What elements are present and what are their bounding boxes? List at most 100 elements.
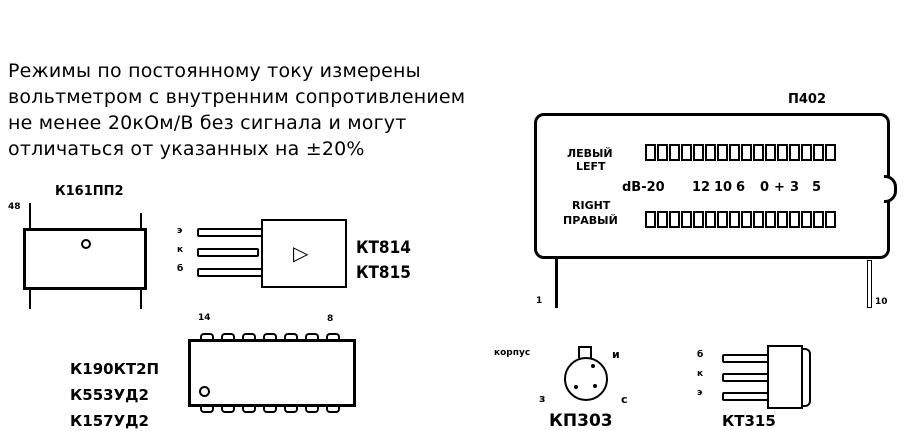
scale-mark: dB-20 bbox=[622, 180, 665, 195]
dip-pin bbox=[263, 333, 277, 339]
measurement-note: Режимы по постоянному току измерены воль… bbox=[8, 58, 465, 162]
led-segment bbox=[669, 144, 680, 161]
pin1-dot-icon bbox=[199, 386, 210, 397]
p402-pin-1-label: 1 bbox=[536, 296, 543, 306]
kp303-pin-drain: с bbox=[621, 393, 628, 406]
led-segment bbox=[681, 144, 692, 161]
kp303-pin-dot bbox=[591, 364, 595, 368]
dip-name-2: К553УД2 bbox=[70, 386, 149, 404]
led-segment bbox=[801, 211, 812, 228]
led-segment bbox=[693, 211, 704, 228]
kt315-pin-k: к bbox=[697, 369, 704, 379]
p402-pin-10-label: 10 bbox=[875, 297, 888, 307]
mounting-hole-icon: ▷ bbox=[293, 241, 309, 265]
k161pp2-title: К161ПП2 bbox=[55, 184, 124, 199]
led-segment bbox=[753, 144, 764, 161]
dip-pin bbox=[305, 333, 319, 339]
k161pp2-pin-bottom-left bbox=[29, 287, 31, 309]
led-segment bbox=[729, 144, 740, 161]
dip-pin bbox=[326, 333, 340, 339]
pin1-dot-icon bbox=[81, 239, 91, 249]
k161pp2-pin-bottom-right bbox=[140, 287, 142, 309]
kt814-pin-b: б bbox=[177, 264, 184, 274]
led-segment bbox=[693, 144, 704, 161]
led-segment bbox=[741, 211, 752, 228]
k161pp2-body bbox=[23, 228, 147, 290]
led-segment bbox=[657, 144, 668, 161]
note-line-3: не менее 20кОм/В без сигнала и могут bbox=[8, 112, 407, 134]
dip-pin bbox=[326, 407, 340, 413]
p402-pin-1 bbox=[555, 256, 558, 308]
led-segment bbox=[777, 211, 788, 228]
kp303-pin-dot bbox=[593, 384, 597, 388]
kp303-pin-dot bbox=[574, 385, 578, 389]
led-segment bbox=[825, 144, 836, 161]
kp303-body bbox=[564, 357, 608, 401]
p402-title: П402 bbox=[788, 92, 827, 107]
kt814-lead-3 bbox=[197, 268, 263, 277]
led-segment bbox=[801, 144, 812, 161]
note-line-4: отличаться от указанных на ±20% bbox=[8, 138, 365, 160]
kt814-pin-k: к bbox=[177, 245, 184, 255]
kt315-pin-b: б bbox=[697, 350, 704, 360]
kp303-pin-source: и bbox=[612, 348, 620, 361]
led-segment bbox=[765, 211, 776, 228]
led-segment bbox=[705, 144, 716, 161]
led-segment bbox=[813, 211, 824, 228]
kt814-body: ▷ bbox=[261, 219, 347, 288]
led-segment bbox=[777, 144, 788, 161]
led-segment bbox=[705, 211, 716, 228]
dip-pin bbox=[200, 333, 214, 339]
kt315-body bbox=[767, 345, 803, 409]
dip-pin bbox=[284, 333, 298, 339]
led-segment bbox=[825, 211, 836, 228]
led-segment bbox=[717, 211, 728, 228]
dip-pin bbox=[221, 333, 235, 339]
led-segment bbox=[657, 211, 668, 228]
scale-mark: 12 bbox=[692, 180, 711, 195]
left-led-bar bbox=[645, 144, 837, 161]
led-segment bbox=[681, 211, 692, 228]
right-label-en: RIGHT bbox=[572, 199, 611, 212]
dip-pin bbox=[305, 407, 319, 413]
kt814-pin-e: э bbox=[177, 226, 183, 236]
dip-pin-8-label: 8 bbox=[327, 314, 334, 324]
kt315-name: КТ315 bbox=[722, 412, 776, 430]
scale-mark: 5 bbox=[812, 180, 822, 195]
p402-pin-10 bbox=[867, 260, 872, 308]
kp303-pin-gate: з bbox=[539, 392, 546, 405]
dip14-body bbox=[188, 339, 356, 407]
dip-pin bbox=[242, 333, 256, 339]
scale-mark: 10 bbox=[714, 180, 733, 195]
kt315-pin-e: э bbox=[697, 388, 703, 398]
kp303-pin-case: корпус bbox=[494, 348, 531, 358]
led-segment bbox=[717, 144, 728, 161]
kt815-name: КТ815 bbox=[356, 263, 411, 283]
scale-mark: 3 bbox=[790, 180, 800, 195]
dip-pin bbox=[221, 407, 235, 413]
kt814-name: КТ814 bbox=[356, 238, 411, 258]
kp303-name: КП303 bbox=[549, 411, 613, 431]
dip-pin bbox=[242, 407, 256, 413]
led-segment bbox=[765, 144, 776, 161]
scale-mark: 6 bbox=[736, 180, 746, 195]
kp303-key-tab bbox=[578, 346, 592, 358]
led-segment bbox=[789, 211, 800, 228]
led-segment bbox=[813, 144, 824, 161]
note-line-1: Режимы по постоянному току измерены bbox=[8, 60, 421, 82]
led-segment bbox=[753, 211, 764, 228]
led-segment bbox=[645, 211, 656, 228]
kt315-bevel bbox=[801, 348, 811, 407]
k161pp2-pin-top-right bbox=[140, 213, 142, 231]
right-led-bar bbox=[645, 211, 837, 228]
db-scale: dB-20 12 10 6 0 + 3 5 bbox=[622, 180, 826, 195]
k161pp2-pin-top-left bbox=[29, 203, 31, 231]
led-segment bbox=[789, 144, 800, 161]
kt814-lead-2 bbox=[197, 248, 259, 257]
dip-pin bbox=[284, 407, 298, 413]
kt814-lead-1 bbox=[197, 228, 263, 237]
dip-name-1: К190КТ2П bbox=[70, 360, 160, 378]
p402-notch bbox=[884, 175, 897, 203]
dip-pin bbox=[200, 407, 214, 413]
note-line-2: вольтметром с внутренним сопротивлением bbox=[8, 86, 466, 108]
